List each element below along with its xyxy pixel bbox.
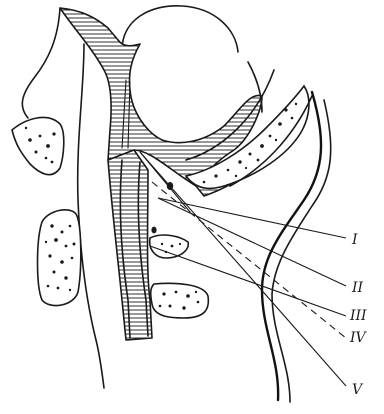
posterior-wall-1 bbox=[22, 8, 60, 118]
anterior-column-hatched bbox=[108, 150, 152, 340]
ray-label-V: V bbox=[352, 382, 364, 398]
odontoid-fragment bbox=[150, 235, 189, 258]
marker-lower bbox=[151, 227, 156, 234]
posterior-wall-2 bbox=[78, 44, 104, 388]
ray-label-II: II bbox=[351, 280, 364, 296]
ray-label-IV: IV bbox=[349, 330, 368, 346]
ray-V bbox=[140, 152, 346, 386]
lower-left-vertebra bbox=[38, 210, 81, 306]
ray-label-I: I bbox=[351, 232, 358, 248]
ray-label-III: III bbox=[349, 308, 367, 324]
lower-mid-bone bbox=[151, 283, 209, 318]
small-left-bone bbox=[12, 117, 64, 174]
